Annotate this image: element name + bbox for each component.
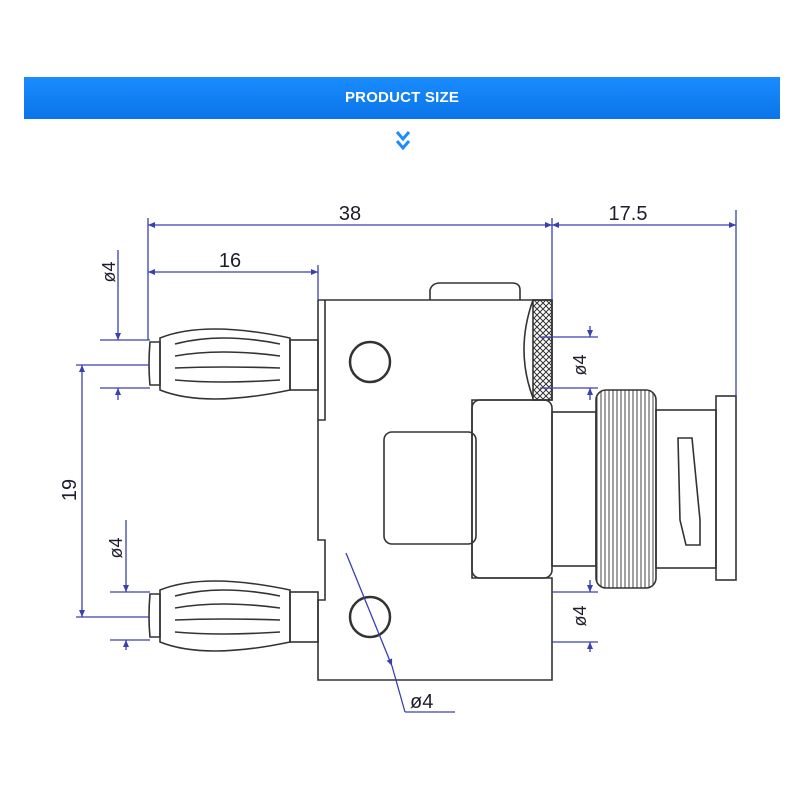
chevron-down-icon	[395, 131, 411, 151]
knurled-ring	[595, 389, 657, 589]
dim-bottom-socket-diameter: ø4	[570, 605, 590, 626]
hatched-strip	[532, 299, 553, 401]
collar	[471, 399, 553, 579]
dim-pin-spacing: 19	[59, 479, 81, 501]
product-size-banner: PRODUCT SIZE	[24, 77, 780, 119]
dim-top-plug-diameter: ø4	[99, 261, 119, 282]
dim-plug-length: 16	[219, 250, 241, 272]
connector-outline	[148, 282, 737, 681]
dim-total-length: 38	[339, 203, 361, 225]
dim-top-socket-diameter: ø4	[570, 354, 590, 375]
dim-bottom-plug-diameter: ø4	[106, 537, 126, 558]
dim-bnc-length: 17.5	[609, 203, 648, 225]
top-tab	[429, 282, 521, 300]
banana-plug-top	[148, 328, 319, 400]
banner-title: PRODUCT SIZE	[344, 89, 460, 106]
dimension-lines	[76, 210, 737, 713]
front-flange	[715, 395, 737, 581]
bnc-neck	[551, 411, 597, 567]
dim-hole-diameter: ø4	[410, 691, 433, 713]
main-body	[317, 299, 553, 681]
mounting-hole-bottom	[348, 595, 392, 639]
mounting-hole-top	[348, 340, 392, 384]
banana-plug-bottom	[148, 580, 319, 652]
socket-block	[383, 431, 477, 545]
